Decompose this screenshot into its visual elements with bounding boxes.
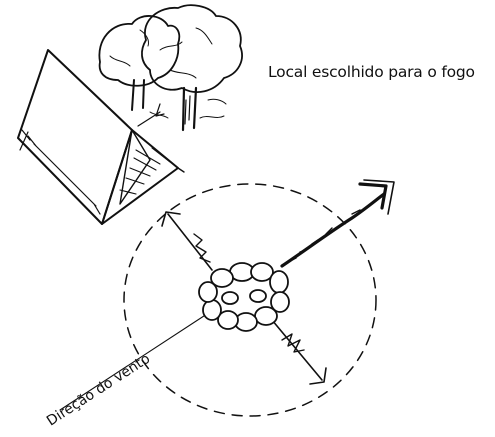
fire-ring-illustration <box>198 262 290 332</box>
chosen-site-label: Local escolhido para o fogo <box>268 63 475 81</box>
safety-radius-circle <box>123 183 377 417</box>
tent-illustration <box>17 49 185 225</box>
clearance-arrow-upleft <box>161 211 213 271</box>
clearance-arrow-downright <box>271 319 327 385</box>
wind-direction-arrow <box>59 179 395 411</box>
trees-illustration <box>98 4 243 132</box>
